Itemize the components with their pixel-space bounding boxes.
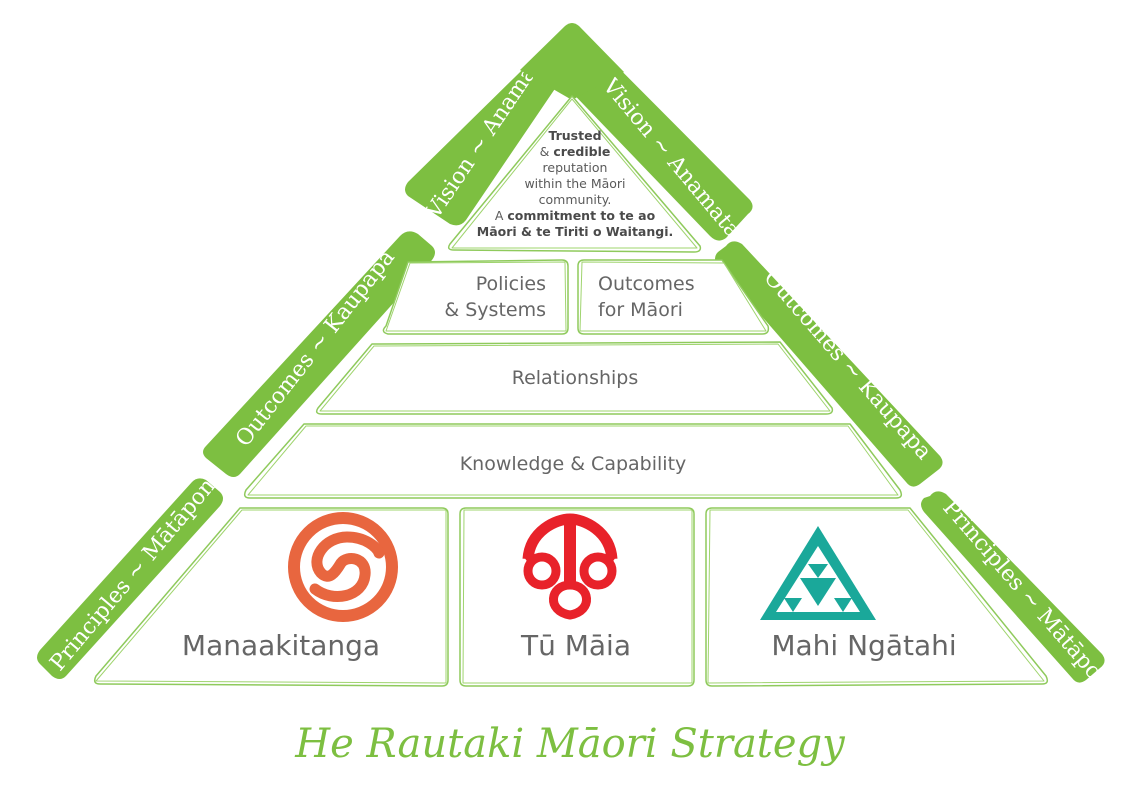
apex-cap [520, 23, 624, 100]
apex-line: A commitment to te ao [495, 208, 656, 223]
nested-triangles-icon [760, 526, 876, 620]
policies-line-2: & Systems [444, 299, 546, 321]
outcomes-maori-line-2: for Māori [598, 299, 683, 321]
tier-relationships: Relationships [315, 341, 834, 415]
apex-text-part: & [540, 144, 554, 159]
apex-line: within the Māori [524, 176, 625, 191]
apex-line: Māori & te Tiriti o Waitangi. [477, 224, 673, 239]
apex-text-part: credible [553, 144, 610, 159]
apex-line: community. [539, 192, 612, 207]
value-box-tu-maia: Tū Māia [459, 507, 695, 687]
apex-text-part: Māori & te Tiriti o Waitangi. [477, 224, 673, 239]
value-box-mahi-ngatahi: Mahi Ngātahi [705, 507, 1049, 687]
apex-text-part: within the Māori [524, 176, 625, 191]
value-box-manaakitanga: Manaakitanga [93, 507, 449, 687]
apex-line: & credible [540, 144, 611, 159]
policies-line-1: Policies [476, 273, 546, 295]
relationships-label: Relationships [512, 367, 639, 389]
apex-text-part: Trusted [548, 128, 601, 143]
spiral-icon [288, 512, 398, 622]
value-label-tu-maia: Tū Māia [520, 629, 631, 662]
apex-text-part: commitment to te ao [507, 208, 655, 223]
outcomes-maori-line-1: Outcomes [598, 273, 695, 295]
value-label-mahi-ngatahi: Mahi Ngātahi [771, 629, 956, 662]
tier-knowledge-capability: Knowledge & Capability [243, 423, 903, 499]
strategy-title: He Rautaki Māori Strategy [294, 721, 846, 767]
apex-text-part: community. [539, 192, 612, 207]
apex-text-part: reputation [543, 160, 608, 175]
value-label-manaakitanga: Manaakitanga [182, 629, 380, 662]
knowledge-label: Knowledge & Capability [460, 453, 687, 475]
apex-line: Trusted [548, 128, 601, 143]
apex-text-part: A [495, 208, 508, 223]
apex-line: reputation [543, 160, 608, 175]
koru-figure-icon [522, 513, 618, 620]
tier-policies-systems: Policies & Systems [382, 259, 569, 335]
tier-outcomes-for-maori: Outcomes for Māori [577, 259, 770, 335]
